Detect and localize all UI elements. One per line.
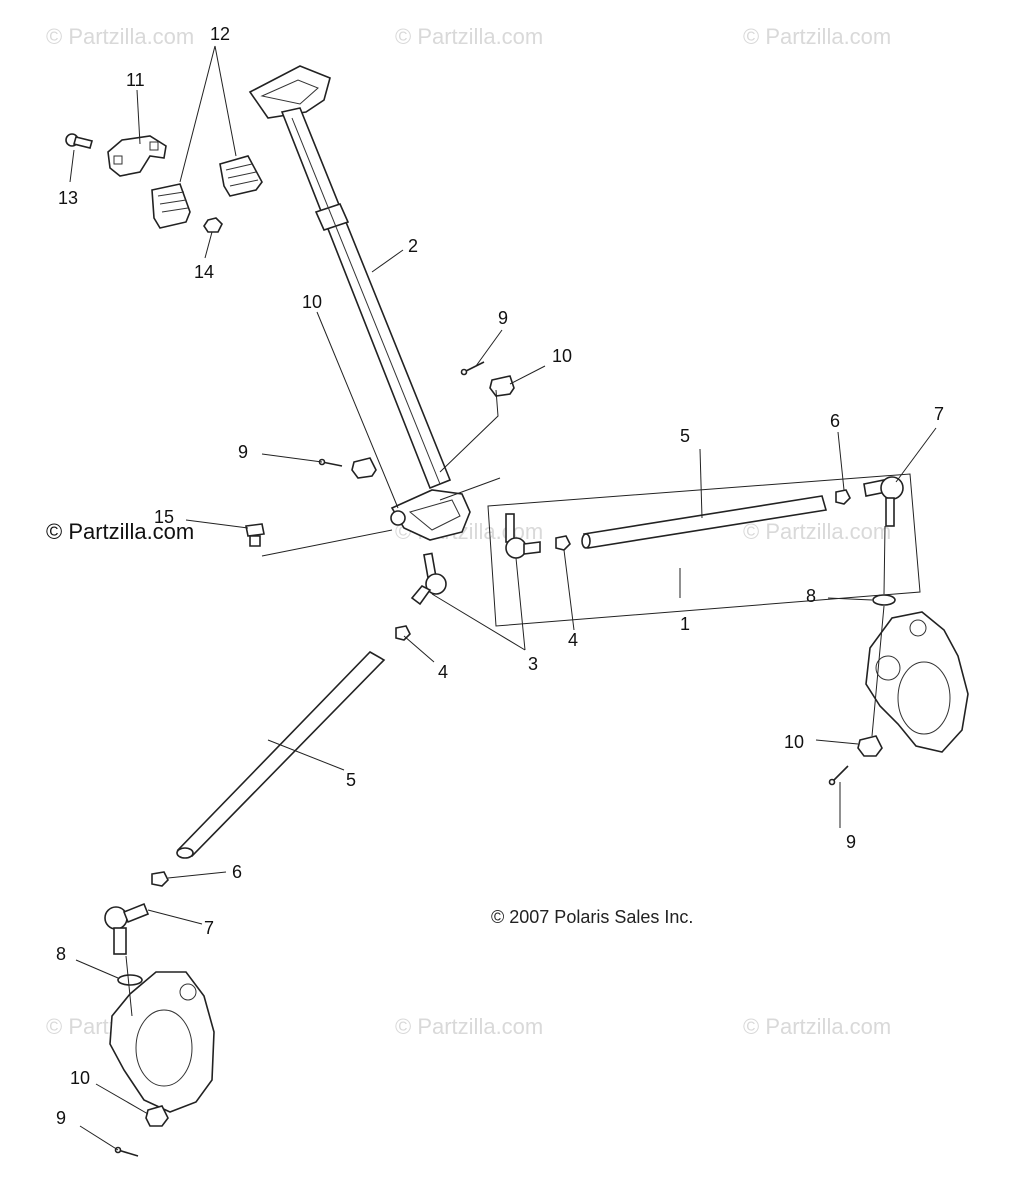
bolt-15 bbox=[245, 523, 265, 547]
jam-nut bbox=[395, 625, 411, 641]
callout-1: 1 bbox=[680, 614, 690, 634]
steering-column bbox=[248, 65, 471, 541]
copyright-notice: © 2007 Polaris Sales Inc. bbox=[491, 907, 694, 927]
watermark: © Partzilla.com bbox=[743, 24, 892, 49]
callout-10: 10 bbox=[70, 1068, 90, 1088]
tie-rod-assembly-outline bbox=[487, 473, 921, 627]
callout-4: 4 bbox=[438, 662, 448, 682]
steering-knuckle-right bbox=[865, 611, 969, 753]
nut-14 bbox=[203, 217, 223, 233]
callout-3: 3 bbox=[528, 654, 538, 674]
watermark: © Partzilla.com bbox=[46, 24, 195, 49]
callout-5: 5 bbox=[680, 426, 690, 446]
callout-10: 10 bbox=[552, 346, 572, 366]
callout-7: 7 bbox=[934, 404, 944, 424]
tie-rod-end-outer-left bbox=[104, 902, 150, 955]
leader-lines bbox=[69, 45, 937, 1151]
tie-rod-end-outer-right bbox=[863, 476, 904, 527]
callout-8: 8 bbox=[806, 586, 816, 606]
callout-9: 9 bbox=[846, 832, 856, 852]
tie-rod-end-inner-left bbox=[410, 552, 447, 606]
callouts: 12 11 13 14 2 9 10 10 9 15 5 6 7 1 4 3 4… bbox=[56, 24, 944, 1128]
callout-4: 4 bbox=[568, 630, 578, 650]
cotter-pin bbox=[828, 765, 849, 786]
steering-knuckle-left bbox=[109, 971, 215, 1113]
tie-rod-left bbox=[176, 650, 386, 859]
callout-10: 10 bbox=[302, 292, 322, 312]
cotter-pin bbox=[460, 361, 485, 376]
bolt-13 bbox=[65, 133, 93, 149]
watermark: © Partzilla.com bbox=[395, 24, 544, 49]
bushings bbox=[151, 155, 263, 229]
jam-nut bbox=[151, 871, 169, 887]
callout-6: 6 bbox=[830, 411, 840, 431]
callout-9: 9 bbox=[56, 1108, 66, 1128]
callout-11: 11 bbox=[126, 70, 145, 90]
callout-15: 15 bbox=[154, 507, 174, 527]
jam-nut bbox=[555, 535, 571, 551]
callout-10: 10 bbox=[784, 732, 804, 752]
callout-9: 9 bbox=[498, 308, 508, 328]
callout-5: 5 bbox=[346, 770, 356, 790]
washer bbox=[117, 974, 143, 986]
callout-7: 7 bbox=[204, 918, 214, 938]
callout-2: 2 bbox=[408, 236, 418, 256]
castle-nut bbox=[351, 457, 377, 479]
steering-bracket bbox=[107, 135, 167, 177]
castle-nut bbox=[857, 735, 883, 757]
tie-rod-end-inner-right bbox=[505, 513, 541, 559]
callout-12: 12 bbox=[210, 24, 230, 44]
watermark: © Partzilla.com bbox=[743, 519, 892, 544]
brand-label: © Partzilla.com bbox=[46, 519, 195, 544]
callout-9: 9 bbox=[238, 442, 248, 462]
callout-13: 13 bbox=[58, 188, 78, 208]
watermark: © Partzilla.com bbox=[743, 1014, 892, 1039]
cotter-pin bbox=[318, 458, 343, 467]
watermark: © Partzilla.com bbox=[395, 1014, 544, 1039]
castle-nut bbox=[145, 1105, 169, 1127]
washer bbox=[872, 594, 896, 606]
callout-8: 8 bbox=[56, 944, 66, 964]
callout-14: 14 bbox=[194, 262, 214, 282]
castle-nut bbox=[489, 375, 515, 397]
cotter-pin bbox=[114, 1146, 139, 1157]
callout-6: 6 bbox=[232, 862, 242, 882]
jam-nut bbox=[835, 489, 851, 505]
tie-rod-right bbox=[581, 495, 828, 549]
